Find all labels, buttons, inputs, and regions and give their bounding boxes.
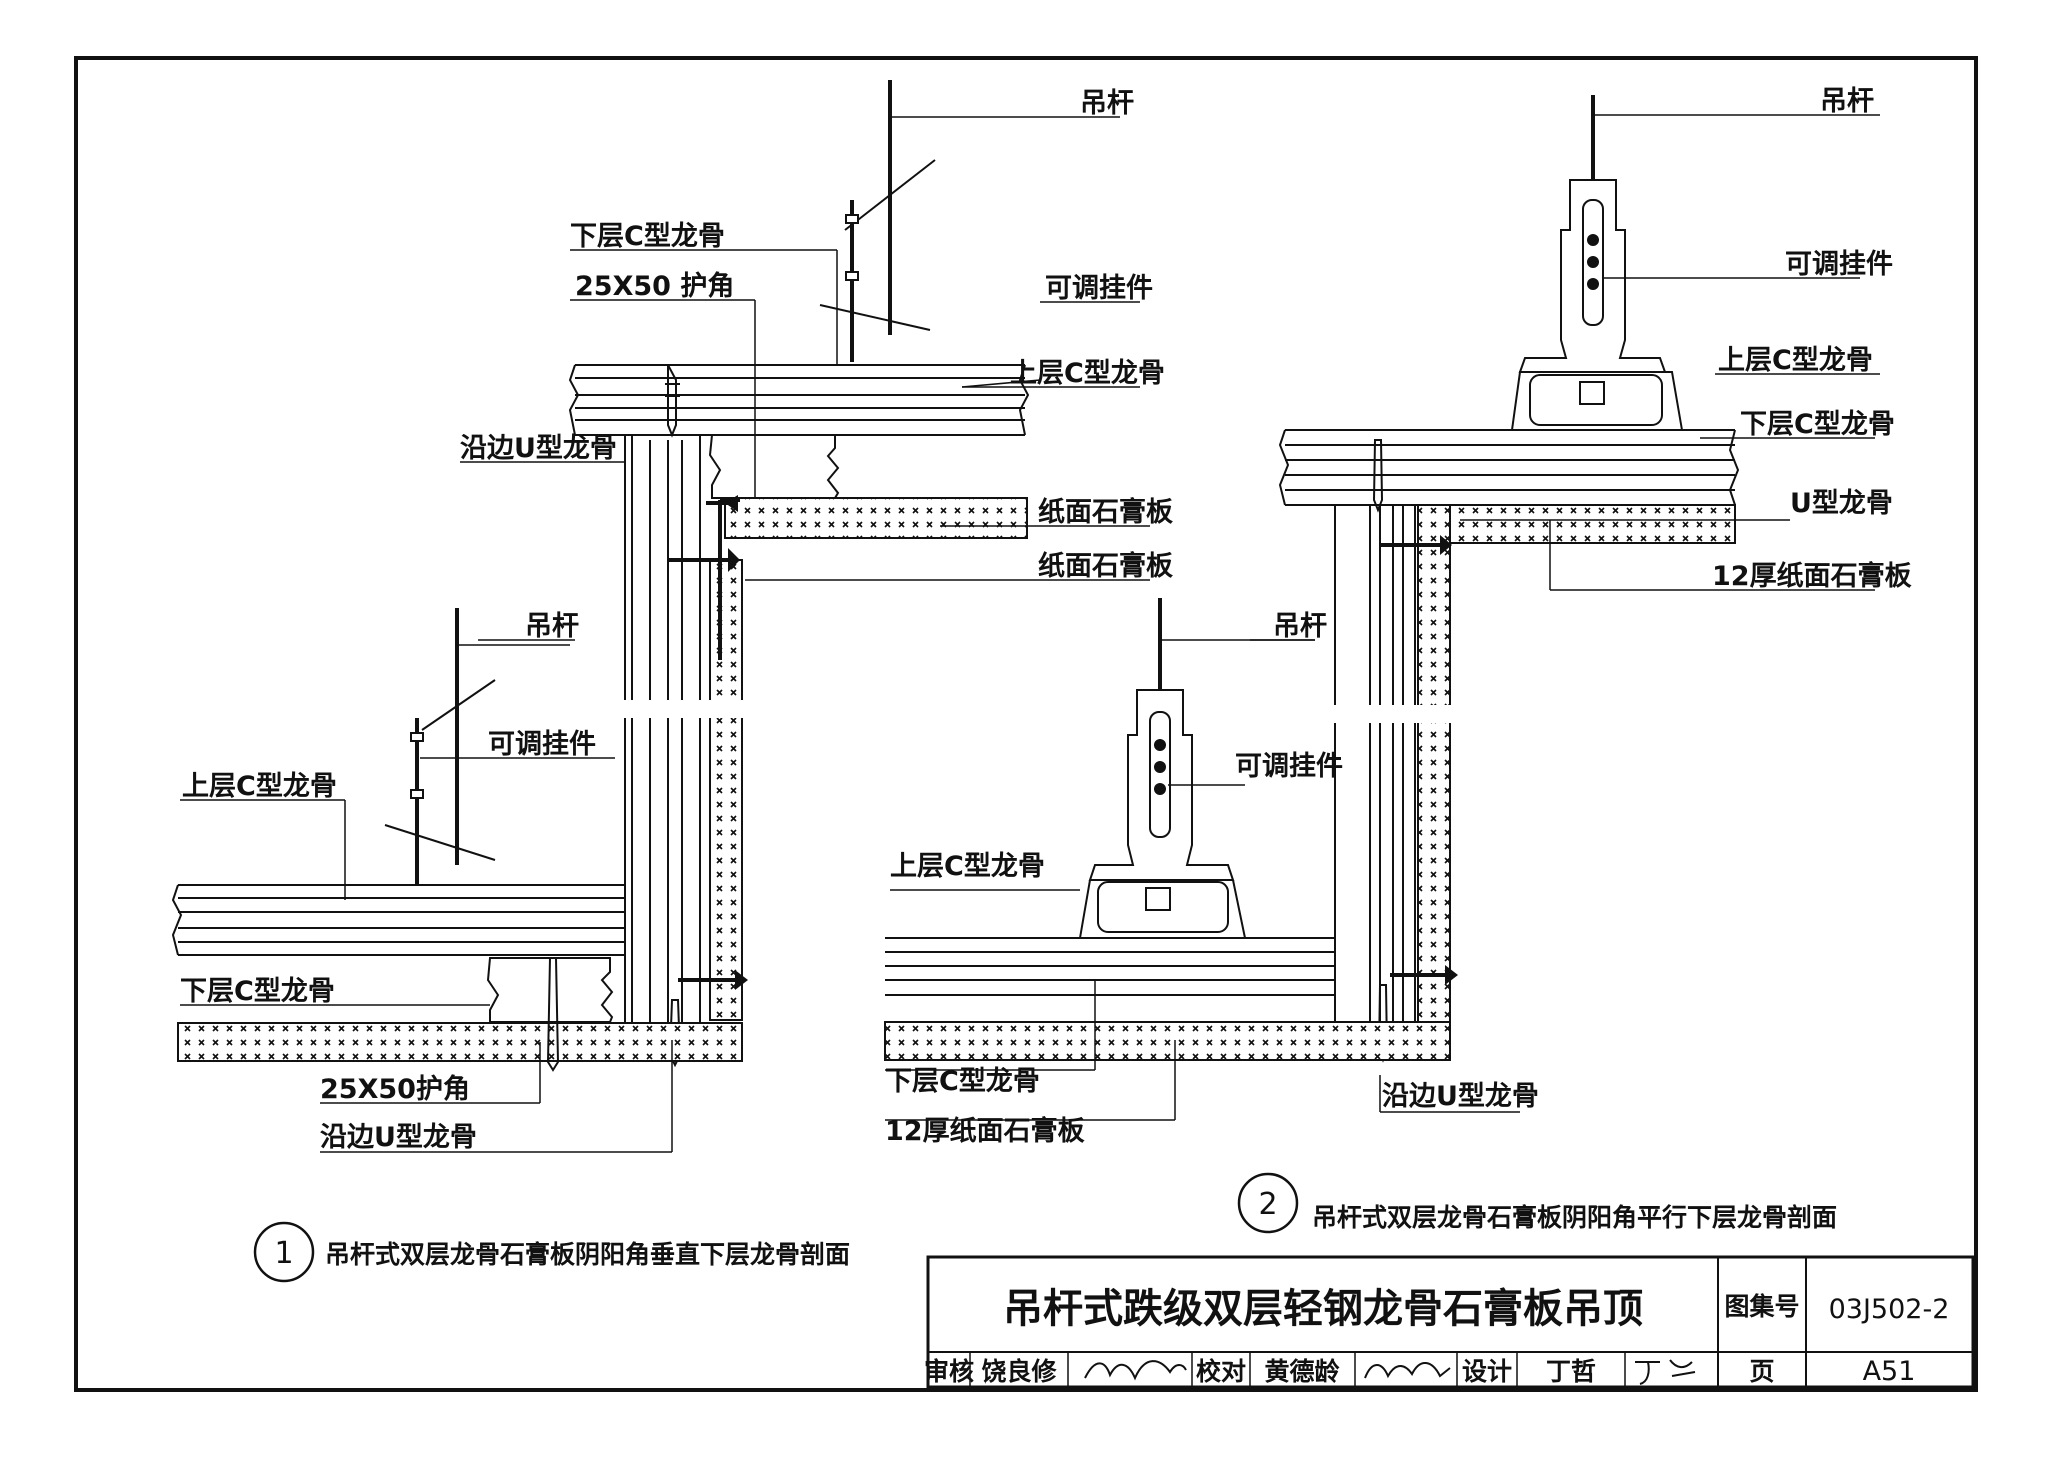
- hanger-rod-lower: [384, 608, 570, 885]
- d2-hanger-upper-label: 吊杆: [1820, 86, 1874, 117]
- gypsum-board-upper: [724, 497, 1028, 539]
- upper-layers-2: [1278, 429, 1740, 506]
- d2-hanger-lower-label: 吊杆: [1273, 611, 1327, 642]
- labels-detail-2: 吊杆 可调挂件 上层C型龙骨 下层C型龙骨 U型龙骨 12厚纸面石膏板 吊杆 可…: [885, 86, 1912, 1147]
- detail-2-caption-text: 吊杆式双层龙骨石膏板阴阳角平行下层龙骨剖面: [1312, 1203, 1837, 1232]
- designer-name: 丁哲: [1546, 1357, 1596, 1386]
- d1-upper-c-lower-label: 上层C型龙骨: [182, 771, 337, 802]
- detail-1-number: 1: [274, 1236, 293, 1271]
- d1-edge-u-lower-label: 沿边U型龙骨: [320, 1122, 477, 1153]
- reviewer-signature: [1084, 1360, 1187, 1381]
- leaders-detail-1: [180, 249, 1150, 1153]
- detail-1: [171, 80, 1120, 1072]
- labels-detail-1: 吊杆 下层C型龙骨 25X50 护角 可调挂件 上层C型龙骨 沿边U型龙骨 纸面…: [180, 88, 1173, 1153]
- d2-edge-u-label: 沿边U型龙骨: [1382, 1081, 1539, 1112]
- checker-name: 黄德龄: [1264, 1357, 1340, 1386]
- reviewer-name: 饶良修: [981, 1357, 1057, 1386]
- designer-signature: [1635, 1359, 1696, 1385]
- d2-upper-c-lower-label: 上层C型龙骨: [890, 851, 1045, 882]
- detail-2-caption: 2 吊杆式双层龙骨石膏板阴阳角平行下层龙骨剖面: [1237, 1172, 1837, 1234]
- d2-lower-c-lower-label: 下层C型龙骨: [885, 1066, 1040, 1097]
- d2-clip-upper-label: 可调挂件: [1785, 249, 1893, 280]
- d2-clip-lower-label: 可调挂件: [1235, 751, 1343, 782]
- title-block: 吊杆式跌级双层轻钢龙骨石膏板吊顶 图集号 03J502-2 审核 饶良修 校对 …: [924, 1255, 1975, 1389]
- sheet-title: 吊杆式跌级双层轻钢龙骨石膏板吊顶: [1003, 1286, 1643, 1332]
- design-label: 设计: [1462, 1357, 1512, 1386]
- detail-2-number: 2: [1258, 1187, 1277, 1222]
- d1-hanger-upper-label: 吊杆: [1080, 88, 1134, 119]
- atlas-no-value: 03J502-2: [1829, 1294, 1950, 1325]
- gypsum-board-lower-2: [884, 1021, 1451, 1061]
- d1-edge-u-upper-label: 沿边U型龙骨: [460, 433, 617, 464]
- upper-ceiling-layers: [568, 364, 1030, 436]
- checker-signature: [1364, 1362, 1451, 1379]
- gypsum-board-upper-2: [1449, 504, 1736, 544]
- soffit-wall-2: [1325, 439, 1465, 1063]
- page-label: 页: [1749, 1357, 1774, 1386]
- detail-2: [884, 95, 1880, 1063]
- d2-board-upper-label: 12厚纸面石膏板: [1712, 560, 1912, 592]
- d1-lower-c-upper-label: 下层C型龙骨: [570, 221, 725, 252]
- atlas-no-label: 图集号: [1724, 1292, 1799, 1321]
- detail-1-caption-text: 吊杆式双层龙骨石膏板阴阳角垂直下层龙骨剖面: [325, 1240, 850, 1269]
- lower-layers-2: [885, 937, 1335, 1023]
- screws-detail-1: [665, 364, 748, 1068]
- d2-upper-c-upper-label: 上层C型龙骨: [1718, 345, 1873, 376]
- d1-upper-c-upper-label: 上层C型龙骨: [1010, 358, 1165, 389]
- d1-corner-lower-label: 25X50护角: [320, 1073, 470, 1105]
- hanger-assembly-lower: [1079, 598, 1315, 939]
- gypsum-board-lower: [177, 1022, 743, 1062]
- d1-board-a-label: 纸面石膏板: [1038, 496, 1173, 528]
- d1-clip-lower-label: 可调挂件: [488, 729, 596, 760]
- d1-board-b-label: 纸面石膏板: [1038, 550, 1173, 582]
- c-channel-upper: [708, 434, 840, 499]
- review-label: 审核: [924, 1357, 974, 1386]
- hanger-assembly-upper: [1511, 95, 1880, 431]
- leaders-detail-2: [885, 373, 1880, 1121]
- d2-u-keel-label: U型龙骨: [1790, 488, 1893, 519]
- d1-lower-c-lower-label: 下层C型龙骨: [180, 976, 335, 1007]
- d1-clip-upper-label: 可调挂件: [1045, 273, 1153, 304]
- hanger-rod-upper: [819, 80, 1120, 362]
- d2-lower-c-upper-label: 下层C型龙骨: [1740, 409, 1895, 440]
- d1-corner-upper-label: 25X50 护角: [575, 270, 734, 302]
- d2-board-lower-label: 12厚纸面石膏板: [885, 1115, 1085, 1147]
- page-number: A51: [1863, 1356, 1916, 1387]
- detail-1-caption: 1 吊杆式双层龙骨石膏板阴阳角垂直下层龙骨剖面: [253, 1221, 850, 1283]
- soffit-wall-1: [610, 434, 760, 1023]
- d1-hanger-lower-label: 吊杆: [525, 611, 579, 642]
- check-label: 校对: [1196, 1357, 1246, 1386]
- sheet-border: [74, 56, 1978, 1392]
